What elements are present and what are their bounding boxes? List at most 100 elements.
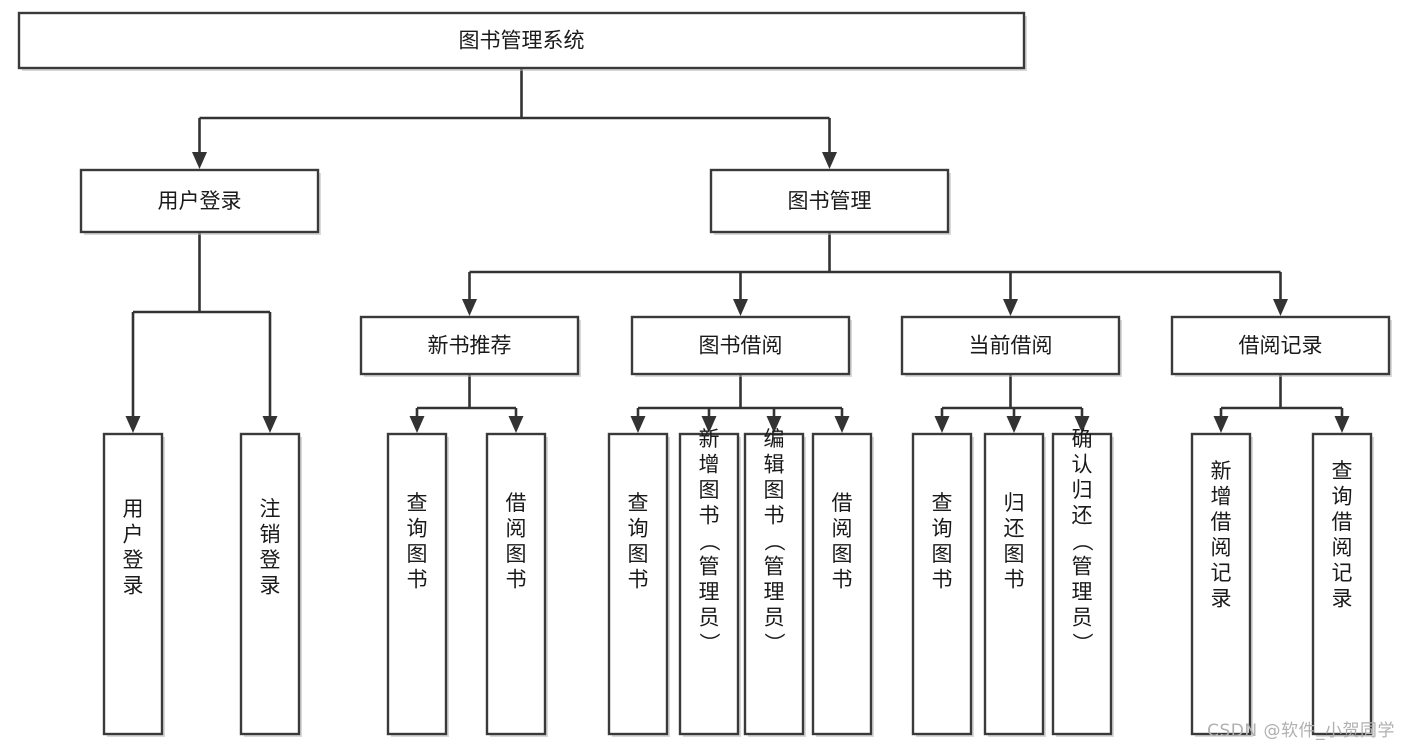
node-label-char: 图 [832,542,853,566]
node-borrow-record[interactable]: 借阅记录 [1170,315,1392,377]
node-label-char: 还 [1004,517,1025,541]
node-label-char: ） [1070,633,1094,654]
node-label: 新书推荐 [428,334,512,358]
arrow-head [1006,416,1022,433]
node-book-borrow[interactable]: 图书借阅 [630,315,852,377]
node-rect[interactable] [102,432,164,736]
node-rect[interactable] [607,432,669,736]
node-label-char: 管 [699,555,720,579]
node-label-char: 增 [699,453,720,477]
connector-group [125,68,1350,433]
arrow-head [1334,416,1350,433]
node-label-char: 用 [123,497,144,521]
arrow-head [822,152,837,169]
node-label-char: 书 [932,568,953,592]
node-label-char: 借 [1332,510,1353,534]
node-label-char: 管 [1072,555,1093,579]
node-rect[interactable] [386,432,448,736]
connector-new-book-recommend [409,374,524,433]
arrow-head [409,416,425,433]
arrow-head [1273,299,1288,316]
node-label-char: 书 [764,504,785,528]
node-label-char: 借 [832,491,853,515]
connector-root [192,68,837,169]
node-label-char: 录 [1332,587,1353,611]
node-current-borrow[interactable]: 当前借阅 [900,315,1122,377]
node-rect[interactable] [359,315,580,376]
node-label-char: 书 [407,568,428,592]
node-group: 图书管理系统用户登录图书管理新书推荐图书借阅当前借阅借阅记录用户登录注销登录查询… [17,11,1392,737]
arrow-head [701,416,717,433]
node-rect[interactable] [239,432,301,736]
node-label: 用户登录 [158,189,242,213]
node-label-char: 管 [764,555,785,579]
node-rect[interactable] [79,168,320,234]
node-label-char: 新 [699,427,720,451]
node-rect[interactable] [811,432,873,736]
node-label-char: 图 [932,542,953,566]
node-label-char: 增 [1211,485,1232,509]
node-user-login[interactable]: 用户登录 [79,168,321,235]
node-rect[interactable] [17,11,1026,70]
node-label-char: 录 [123,574,144,598]
node-rect[interactable] [1311,432,1373,736]
node-rect[interactable] [900,315,1121,376]
node-label-char: 书 [832,568,853,592]
node-root[interactable]: 图书管理系统 [17,11,1027,71]
node-label-char: 理 [1072,580,1093,604]
node-label-char: 阅 [1211,536,1232,560]
node-label-char: 图 [628,542,649,566]
node-label-char: 注 [260,497,281,521]
connector-book-manage [462,232,1288,316]
node-label-char: 新 [1211,459,1232,483]
node-label-char: 阅 [1332,536,1353,560]
node-label-char: 录 [260,574,281,598]
node-rect[interactable] [678,432,740,736]
node-label-char: 理 [699,580,720,604]
node-new-book-recommend[interactable]: 新书推荐 [359,315,581,377]
node-label: 借阅记录 [1239,334,1323,358]
node-label-char: 认 [1072,453,1093,477]
node-rect[interactable] [485,432,547,736]
node-label-char: 查 [1332,459,1353,483]
arrow-head [1003,299,1018,316]
node-book-manage[interactable]: 图书管理 [709,168,951,235]
node-rect[interactable] [1190,432,1252,736]
node-label-char: 员 [699,606,720,630]
node-leaf-user-login[interactable]: 用户登录 [102,432,165,737]
arrow-head [1213,416,1229,433]
node-rect[interactable] [630,315,851,376]
node-label-char: 询 [1332,485,1353,509]
node-rect[interactable] [1170,315,1391,376]
arrow-head [630,416,646,433]
node-label-char: 书 [628,568,649,592]
node-label-char: 理 [764,580,785,604]
node-label-char: 查 [932,491,953,515]
node-rect[interactable] [709,168,950,234]
node-rect[interactable] [743,432,805,736]
node-rect[interactable] [911,432,973,736]
node-rect[interactable] [983,432,1045,736]
node-label-char: 借 [1211,510,1232,534]
arrow-head [462,299,477,316]
node-label-char: 登 [260,548,281,572]
node-label-char: 图 [699,478,720,502]
node-label-char: 还 [1072,504,1093,528]
node-label-char: 辑 [764,453,785,477]
node-label-char: 员 [1072,606,1093,630]
node-rect[interactable] [1051,432,1113,736]
node-label-char: 图 [407,542,428,566]
